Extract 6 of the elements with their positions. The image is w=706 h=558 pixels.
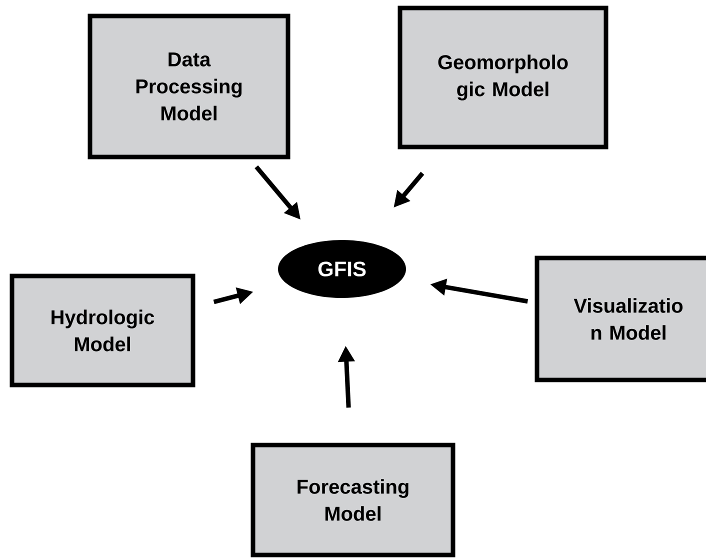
model-box: Visualizatio n Model (534, 256, 706, 382)
model-box: Data Processing Model (88, 14, 290, 160)
ellipse-node: GFIS (278, 240, 406, 298)
model-box: Hydrologic Model (10, 274, 196, 388)
model-box: Forecasting Model (250, 442, 456, 558)
model-box: Geomorpholo gic Model (398, 6, 608, 150)
